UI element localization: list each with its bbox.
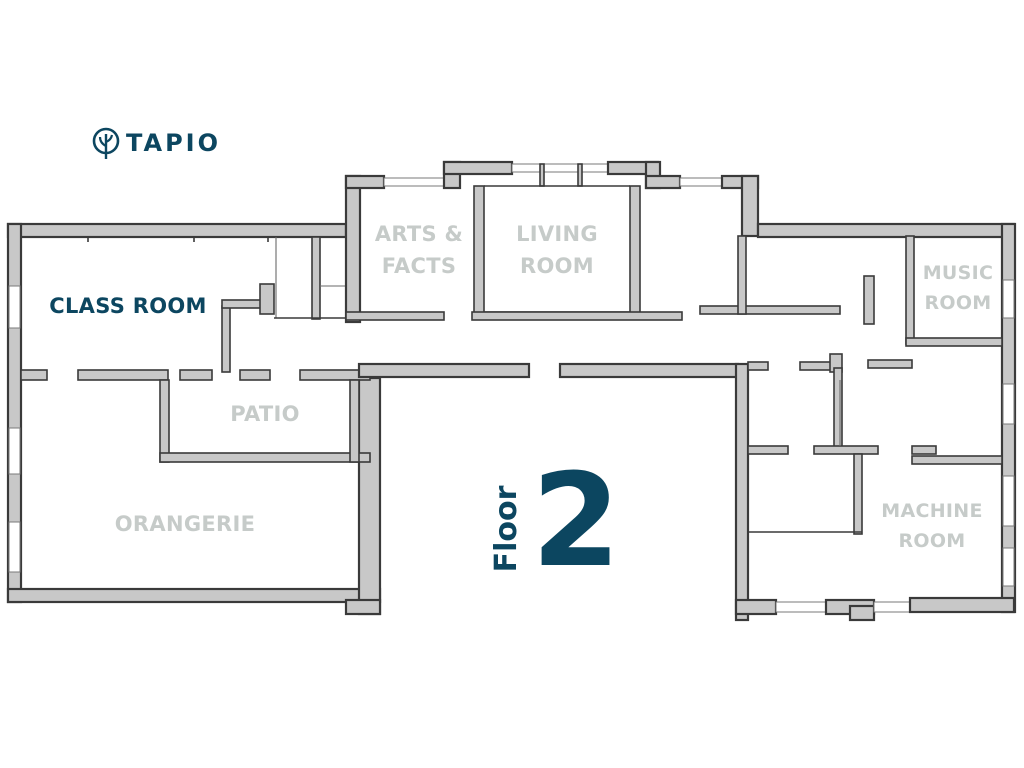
room-machine-room[interactable]: MACHINE ROOM — [862, 496, 1002, 556]
room-arts-facts[interactable]: ARTS & FACTS — [360, 218, 478, 282]
west-wing-walls — [6, 222, 382, 616]
east-wing-walls — [734, 222, 1017, 622]
brand-name: TAPIO — [126, 129, 222, 157]
room-music-room-label-2: ROOM — [924, 292, 992, 314]
room-class-room-label: CLASS ROOM — [49, 294, 207, 318]
floor-word: Floor — [489, 485, 524, 573]
room-machine-room-label-1: MACHINE — [881, 500, 983, 522]
room-music-room[interactable]: MUSIC ROOM — [914, 258, 1002, 318]
room-living-room-label-1: LIVING — [516, 222, 598, 246]
room-arts-facts-label-1: ARTS & — [374, 222, 464, 246]
room-arts-facts-label-2: FACTS — [381, 254, 457, 278]
tapio-logo: TAPIO — [92, 124, 221, 162]
room-machine-room-label-2: ROOM — [898, 530, 966, 552]
room-class-room[interactable]: CLASS ROOM — [38, 290, 218, 322]
room-orangerie[interactable]: ORANGERIE — [90, 508, 280, 540]
central-wing-walls — [344, 160, 841, 622]
room-living-room[interactable]: LIVING ROOM — [490, 218, 624, 282]
floor-number: 2 — [531, 447, 621, 596]
tree-in-circle-icon — [92, 127, 120, 159]
room-orangerie-label: ORANGERIE — [114, 512, 256, 536]
room-music-room-label-1: MUSIC — [922, 262, 994, 284]
room-patio-label: PATIO — [230, 402, 300, 426]
room-living-room-label-2: ROOM — [520, 254, 594, 278]
room-patio[interactable]: PATIO — [200, 398, 330, 430]
